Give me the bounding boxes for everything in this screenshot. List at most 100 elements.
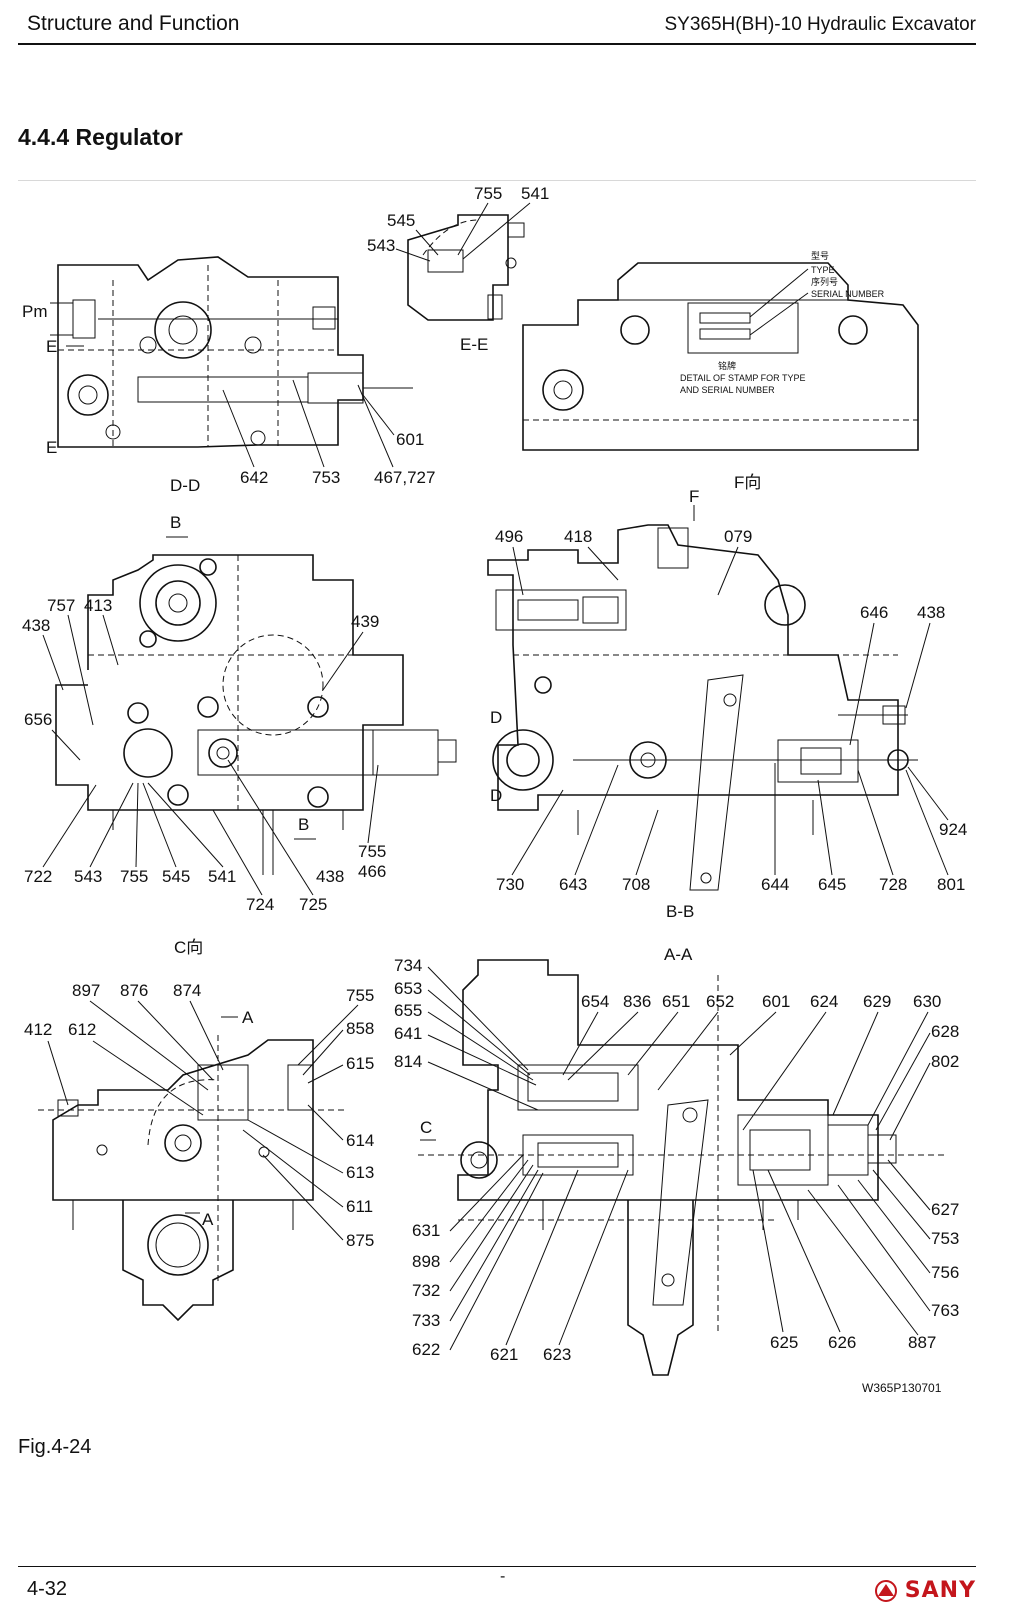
- aa-label-654: 654: [581, 992, 609, 1011]
- bb-label-418: 418: [564, 527, 592, 546]
- c-label-858: 858: [346, 1019, 374, 1038]
- side-label-724: 724: [246, 895, 274, 914]
- side-label-656: 656: [24, 710, 52, 729]
- aa-label-734: 734: [394, 956, 422, 975]
- bb-d-marker-bottom: D: [490, 786, 502, 805]
- side-label-438-a: 438: [22, 616, 50, 635]
- aa-label-651: 651: [662, 992, 690, 1011]
- dd-pm-marker: Pm: [22, 302, 48, 321]
- aa-view-title: A-A: [664, 945, 693, 964]
- footer-center-mark: -: [500, 1568, 506, 1585]
- bb-label-438: 438: [917, 603, 945, 622]
- view-bb-drawing: [487, 524, 918, 891]
- aa-label-898: 898: [412, 1252, 440, 1271]
- ee-label-545: 545: [387, 211, 415, 230]
- ee-view-title: E-E: [460, 335, 488, 354]
- view-aa-drawing: [418, 959, 948, 1376]
- ee-label-541: 541: [521, 185, 549, 203]
- stamp-serial-en: SERIAL NUMBER: [811, 289, 885, 299]
- aa-label-753: 753: [931, 1229, 959, 1248]
- header-section-title: Structure and Function: [27, 12, 240, 35]
- aa-label-802: 802: [931, 1052, 959, 1071]
- bb-label-645: 645: [818, 875, 846, 894]
- dd-label-642: 642: [240, 468, 268, 487]
- bb-label-643: 643: [559, 875, 587, 894]
- aa-c-marker: C: [420, 1118, 432, 1137]
- aa-label-641: 641: [394, 1024, 422, 1043]
- stamp-type-cn: 型号: [811, 251, 829, 261]
- side-b-marker-bottom: B: [298, 815, 309, 834]
- aa-label-631: 631: [412, 1221, 440, 1240]
- c-label-897: 897: [72, 981, 100, 1000]
- bb-f-marker: F: [689, 487, 699, 506]
- dd-view-title: D-D: [170, 476, 200, 495]
- aa-label-836: 836: [623, 992, 651, 1011]
- sany-logo-icon: [874, 1579, 897, 1602]
- aa-label-732: 732: [412, 1281, 440, 1300]
- side-label-757: 757: [47, 596, 75, 615]
- section-heading: 4.4.4 Regulator: [18, 124, 183, 150]
- aa-label-733: 733: [412, 1311, 440, 1330]
- side-label-755-c: 755: [358, 842, 386, 861]
- bb-label-730: 730: [496, 875, 524, 894]
- ee-label-543: 543: [367, 236, 395, 255]
- c-label-611: 611: [346, 1197, 373, 1216]
- stamp-serial-cn: 序列号: [811, 276, 838, 287]
- side-label-543: 543: [74, 867, 102, 886]
- stamp-detail-en-2: AND SERIAL NUMBER: [680, 385, 775, 395]
- c-label-612: 612: [68, 1020, 96, 1039]
- bb-label-801: 801: [937, 875, 965, 894]
- bb-d-marker-top: D: [490, 708, 502, 727]
- aa-label-627: 627: [931, 1200, 959, 1219]
- aa-label-629: 629: [863, 992, 891, 1011]
- side-label-755: 755: [120, 867, 148, 886]
- dd-label-467-727: 467,727: [374, 468, 435, 487]
- c-label-874: 874: [173, 981, 201, 1000]
- stamp-detail-cn: 铭牌: [718, 360, 736, 371]
- c-label-614: 614: [346, 1131, 374, 1150]
- page-number: 4-32: [27, 1578, 68, 1600]
- view-f-drawing: [522, 262, 919, 451]
- aa-label-630: 630: [913, 992, 941, 1011]
- side-label-541: 541: [208, 867, 236, 886]
- aa-label-601: 601: [762, 992, 790, 1011]
- aa-label-653: 653: [394, 979, 422, 998]
- side-label-545: 545: [162, 867, 190, 886]
- view-dd-drawing: [50, 256, 413, 448]
- aa-label-763: 763: [931, 1301, 959, 1320]
- aa-label-887: 887: [908, 1333, 936, 1352]
- footer-divider: [18, 1566, 976, 1567]
- bb-label-079: 079: [724, 527, 752, 546]
- c-label-412: 412: [24, 1020, 52, 1039]
- c-label-876: 876: [120, 981, 148, 1000]
- side-label-438-c: 438: [316, 867, 344, 886]
- figure-top-divider: [18, 180, 976, 181]
- sany-logo-wordmark: SANY: [904, 1578, 976, 1603]
- aa-label-623: 623: [543, 1345, 571, 1364]
- header-divider: [18, 43, 976, 45]
- side-b-marker-top: B: [170, 513, 181, 532]
- bb-label-646: 646: [860, 603, 888, 622]
- stamp-detail-en-1: DETAIL OF STAMP FOR TYPE: [680, 373, 806, 383]
- bb-label-644: 644: [761, 875, 789, 894]
- figure-code: W365P130701: [862, 1381, 942, 1395]
- view-c-drawing: [38, 1035, 348, 1322]
- aa-label-625: 625: [770, 1333, 798, 1352]
- aa-label-628: 628: [931, 1022, 959, 1041]
- c-label-615: 615: [346, 1054, 374, 1073]
- dd-label-753: 753: [312, 468, 340, 487]
- bb-label-496: 496: [495, 527, 523, 546]
- figure-caption: Fig.4-24: [18, 1436, 92, 1458]
- side-label-466: 466: [358, 862, 386, 881]
- c-view-title: C向: [174, 938, 203, 957]
- side-label-413: 413: [84, 596, 112, 615]
- aa-label-814: 814: [394, 1052, 422, 1071]
- bb-label-924: 924: [939, 820, 967, 839]
- side-label-725: 725: [299, 895, 327, 914]
- aa-label-756: 756: [931, 1263, 959, 1282]
- c-label-755: 755: [346, 986, 374, 1005]
- regulator-technical-drawing: Pm E E 601 642 753 467,727 D-D 755 541 5…: [22, 185, 967, 1395]
- c-label-613: 613: [346, 1163, 374, 1182]
- f-view-title: F向: [734, 473, 761, 492]
- bb-label-708: 708: [622, 875, 650, 894]
